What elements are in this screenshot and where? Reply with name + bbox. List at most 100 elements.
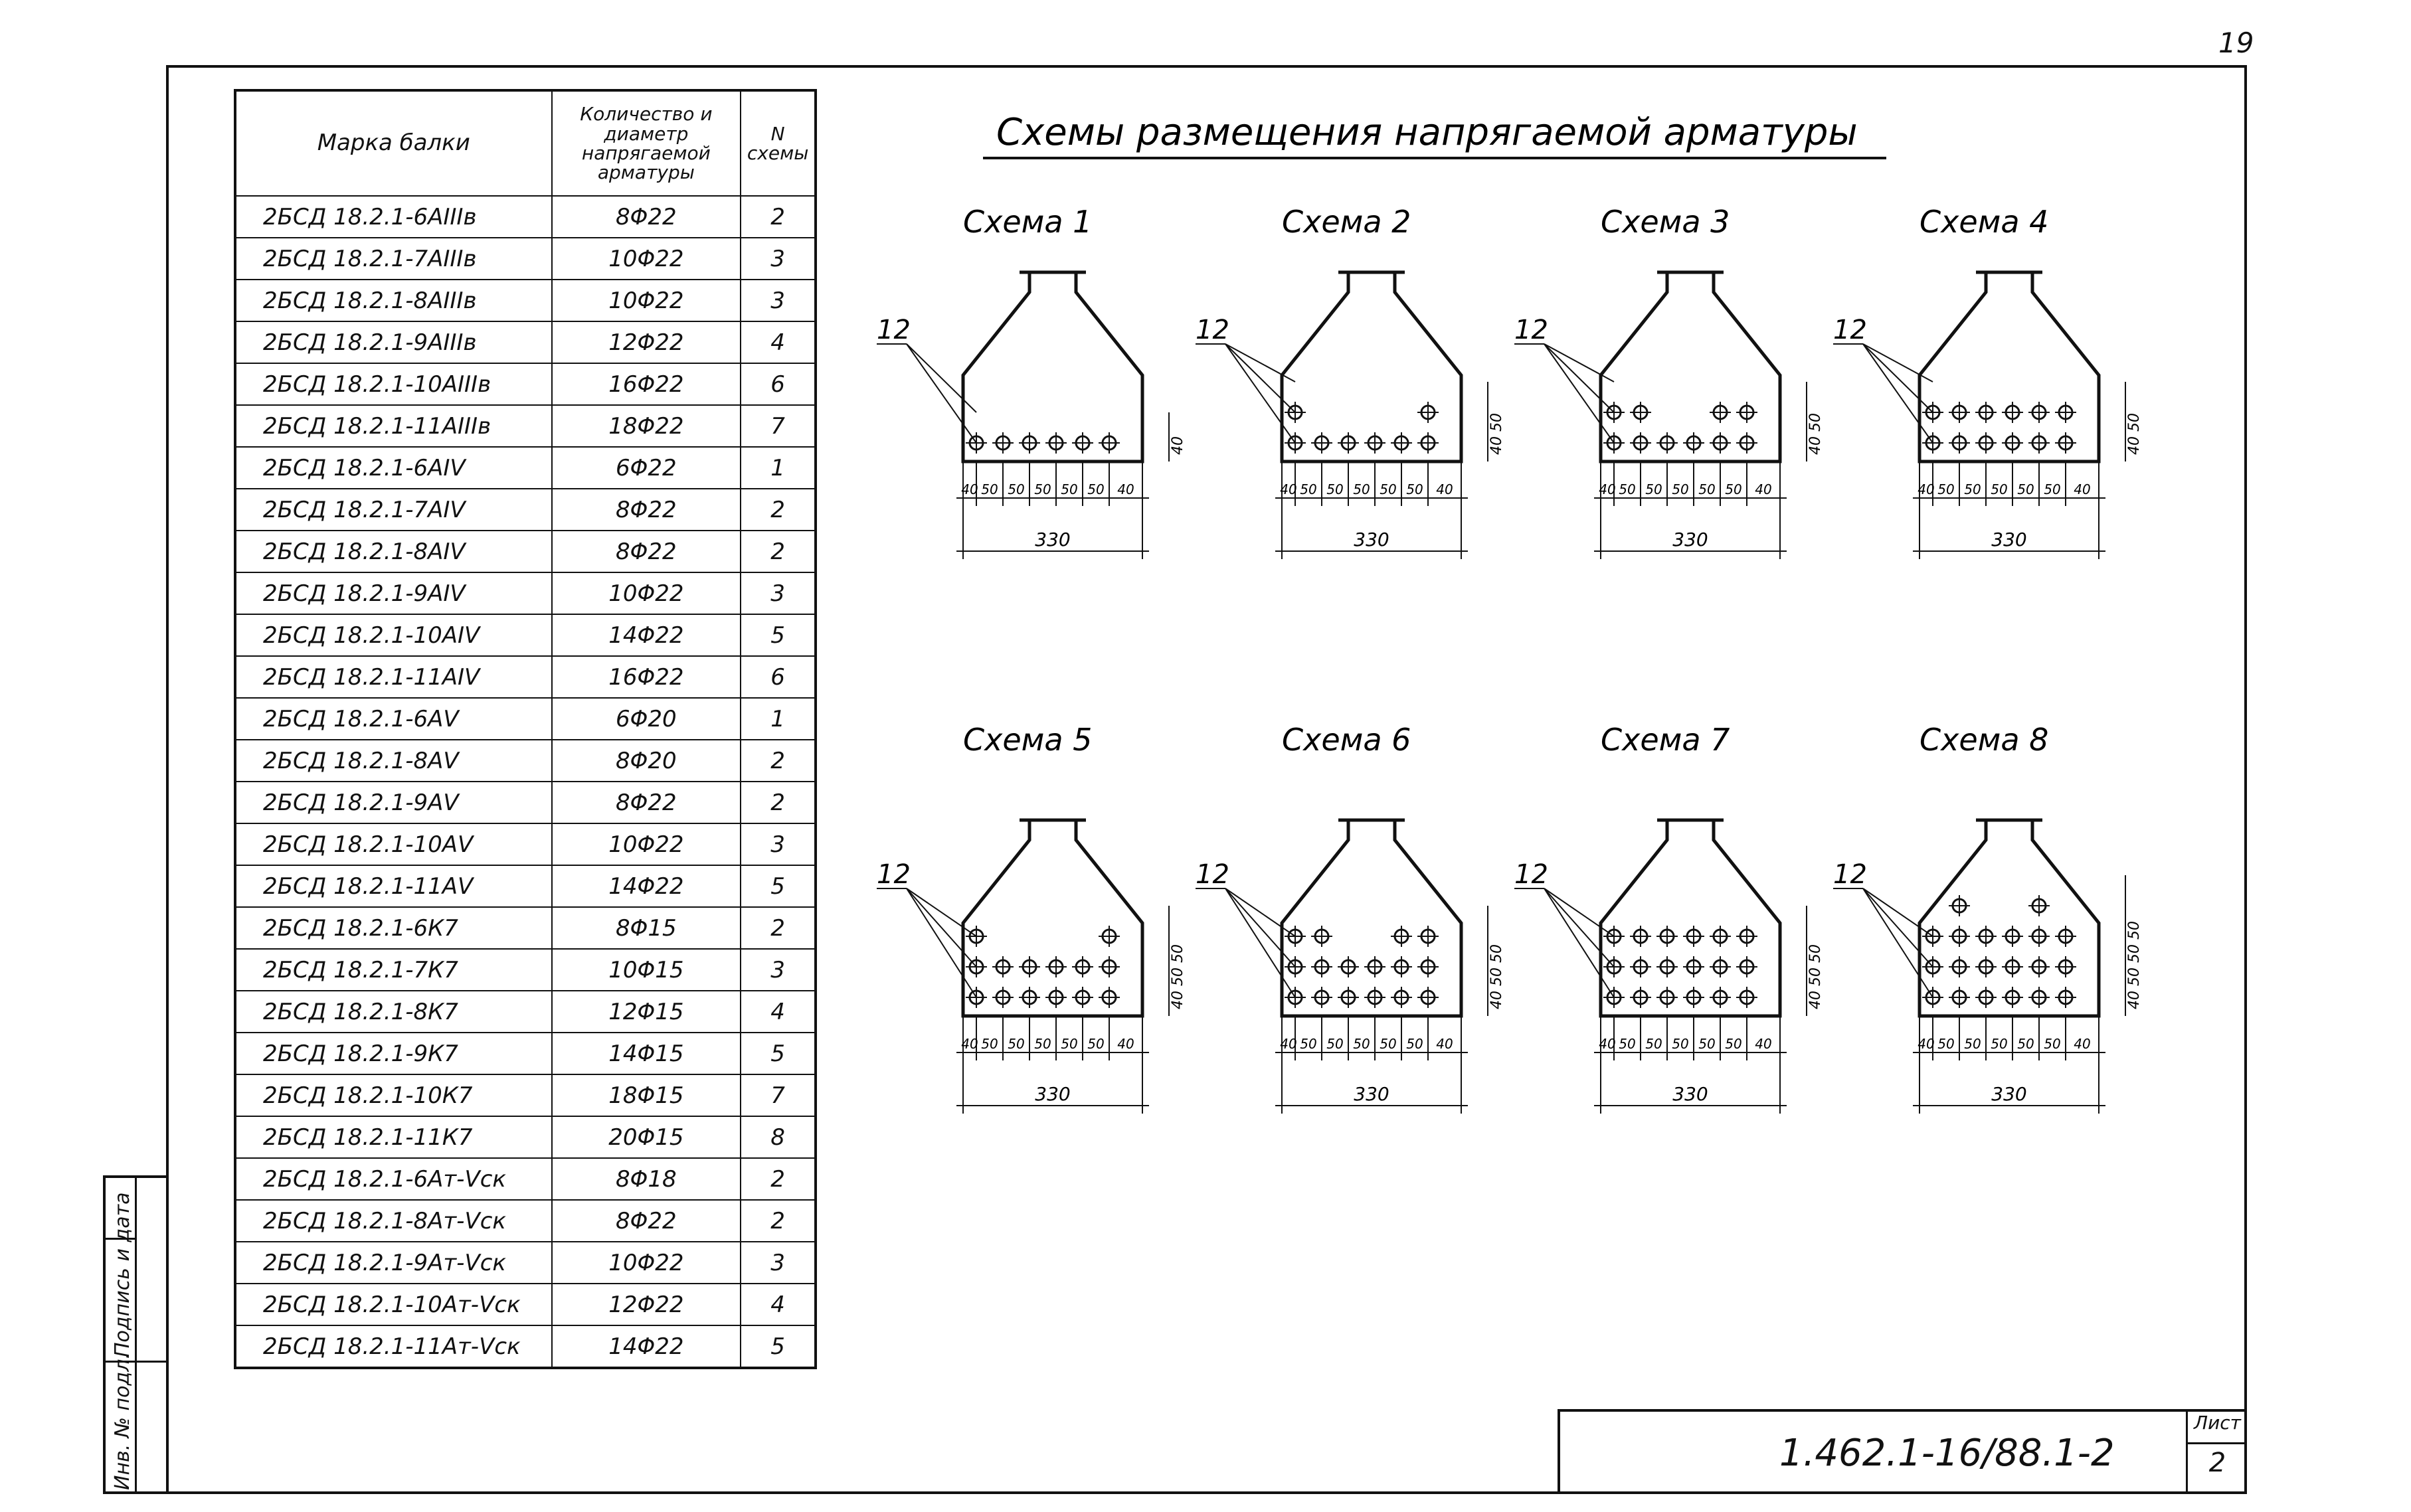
scheme-cell: 5	[740, 1032, 816, 1075]
vertical-dimension-text: 40 50	[1807, 413, 1824, 455]
horizontal-dimension-text: 50	[1353, 1036, 1370, 1052]
drawing-frame	[166, 65, 2247, 1494]
total-dimension-text: 330	[1672, 1083, 1708, 1105]
mark-cell: 2БСД 18.2.1-8АIV	[234, 530, 553, 573]
horizontal-dimension-text: 50	[1991, 481, 2007, 497]
callout-leader	[906, 888, 977, 998]
scheme-cell: 2	[740, 1199, 816, 1242]
side-strip-cell	[106, 1178, 137, 1240]
scheme-title: Схема 4	[1920, 204, 2048, 240]
quantity-cell: 12Φ15	[551, 990, 742, 1033]
mark-cell: 2БСД 18.2.1-6АIIIв	[234, 195, 553, 238]
horizontal-dimension-text: 50	[1406, 481, 1423, 497]
beam-section-outline	[1918, 818, 2101, 1018]
horizontal-dimension-text: 40	[961, 1036, 978, 1052]
horizontal-dimension-text: 40	[1755, 1036, 1771, 1052]
mark-cell: 2БСД 18.2.1-10Ат-Vск	[234, 1283, 553, 1326]
beam-section-outline	[961, 818, 1144, 1018]
scheme-cell: 2	[740, 739, 816, 782]
callout-leader	[1544, 888, 1615, 998]
horizontal-dimension-text: 50	[1008, 481, 1024, 497]
scheme-cell: 2	[740, 1157, 816, 1201]
quantity-cell: 18Φ22	[551, 404, 742, 448]
horizontal-dimension-text: 50	[1964, 1036, 1981, 1052]
scheme-cell: 6	[740, 655, 816, 699]
horizontal-dimension-text: 50	[1380, 1036, 1396, 1052]
horizontal-dimension-text: 50	[2044, 481, 2060, 497]
mark-cell: 2БСД 18.2.1-11Ат-Vск	[234, 1325, 553, 1369]
mark-cell: 2БСД 18.2.1-11АIIIв	[234, 404, 553, 448]
scheme-cell: 3	[740, 1241, 816, 1284]
horizontal-dimension-text: 50	[1008, 1036, 1024, 1052]
horizontal-dimension-text: 50	[2017, 1036, 2034, 1052]
callout-label: 12	[1833, 859, 1867, 890]
scheme-cell: 7	[740, 404, 816, 448]
quantity-cell: 8Φ15	[551, 906, 742, 950]
beam-section-outline	[1280, 818, 1463, 1018]
mark-cell: 2БСД 18.2.1-9АV	[234, 781, 553, 824]
horizontal-dimension-text: 40	[1599, 481, 1615, 497]
sheet-number: 2	[2208, 1448, 2226, 1478]
callout-label: 12	[1514, 315, 1548, 345]
callout-leader	[1544, 343, 1615, 382]
scheme-title: Схема 7	[1601, 722, 1730, 758]
horizontal-dimension-text: 40	[1117, 1036, 1134, 1052]
horizontal-dimension-text: 50	[1619, 481, 1635, 497]
vertical-dimension-text: 40 50	[2126, 413, 2143, 455]
scheme-cell: 5	[740, 1325, 816, 1369]
scheme-cell: 2	[740, 530, 816, 573]
side-strip-signature: Подпись и дата	[111, 1192, 134, 1358]
scheme-cell: 4	[740, 990, 816, 1033]
total-dimension-text: 330	[1672, 529, 1708, 550]
mark-cell: 2БСД 18.2.1-7К7	[234, 948, 553, 991]
quantity-cell: 6Φ20	[551, 697, 742, 740]
horizontal-dimension-text: 40	[2074, 1036, 2090, 1052]
quantity-cell: 14Φ15	[551, 1032, 742, 1075]
horizontal-dimension-text: 50	[1991, 1036, 2007, 1052]
schemes-area: Схемы размещения напрягаемой арматуры Сх…	[817, 100, 2245, 1138]
horizontal-dimension-text: 50	[1645, 481, 1662, 497]
beam-section-outline	[961, 270, 1144, 463]
horizontal-dimension-text: 50	[1725, 481, 1741, 497]
quantity-cell: 8Φ18	[551, 1157, 742, 1201]
quantity-cell: 10Φ22	[551, 1241, 742, 1284]
quantity-cell: 8Φ20	[551, 739, 742, 782]
quantity-cell: 20Φ15	[551, 1116, 742, 1159]
callout-leader	[1225, 888, 1296, 998]
scheme-cell: 2	[740, 488, 816, 531]
mark-cell: 2БСД 18.2.1-9АIV	[234, 572, 553, 615]
reinforcement-table: Марка балки Количество и диаметр напряга…	[234, 89, 817, 1369]
document-number: 1.462.1-16/88.1-2	[1779, 1432, 2115, 1475]
scheme-cell: 5	[740, 614, 816, 657]
sheet-label: Лист	[2188, 1412, 2247, 1444]
side-strip-column	[106, 1178, 137, 1494]
horizontal-dimension-text: 50	[1380, 481, 1396, 497]
callout-label: 12	[1196, 859, 1229, 890]
quantity-cell: 10Φ22	[551, 572, 742, 615]
horizontal-dimension-text: 50	[1964, 481, 1981, 497]
mark-cell: 2БСД 18.2.1-7АIIIв	[234, 237, 553, 280]
mark-cell: 2БСД 18.2.1-10АV	[234, 823, 553, 866]
scheme-cell: 5	[740, 865, 816, 908]
page-number: 19	[2218, 27, 2254, 59]
horizontal-dimension-text: 50	[1406, 1036, 1423, 1052]
total-dimension-text: 330	[1354, 1083, 1389, 1105]
schemes-heading: Схемы размещения напрягаемой арматуры	[996, 111, 1858, 154]
quantity-cell: 10Φ22	[551, 823, 742, 866]
quantity-cell: 8Φ22	[551, 1199, 742, 1242]
callout-leader	[1544, 888, 1615, 937]
callout-leader	[1225, 343, 1296, 444]
quantity-cell: 18Φ15	[551, 1074, 742, 1117]
